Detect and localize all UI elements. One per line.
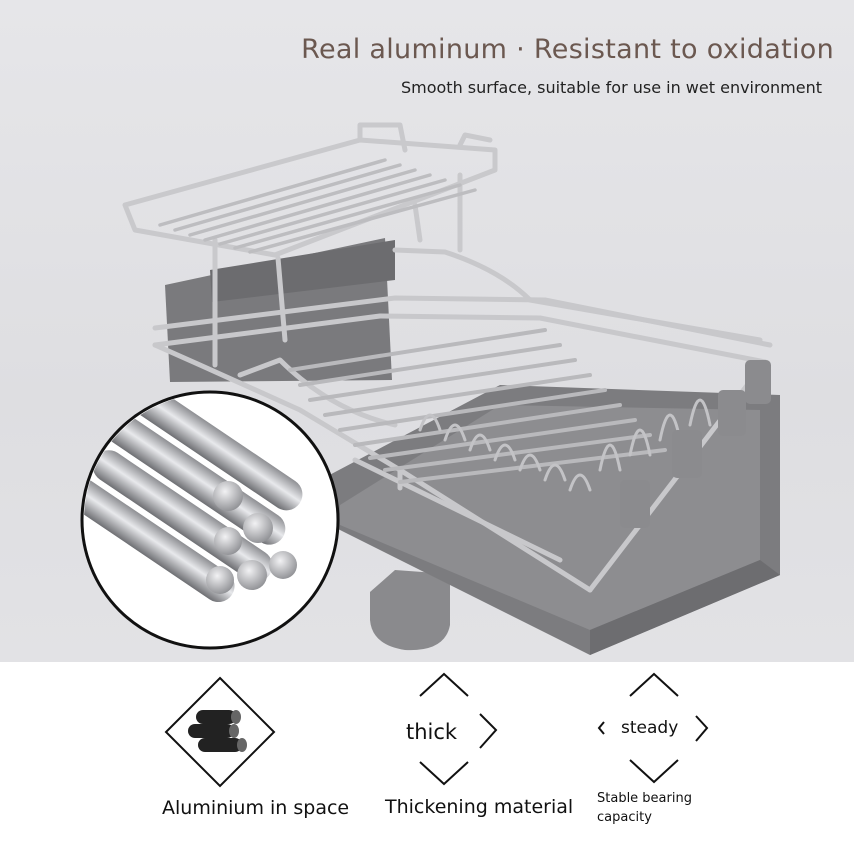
thick-chevrons-icon — [419, 672, 498, 786]
headline: Real aluminum · Resistant to oxidation — [301, 34, 834, 65]
feature-strip: thick steady Aluminium in space Thickeni… — [0, 662, 854, 854]
subline: Smooth surface, suitable for use in wet … — [400, 78, 822, 97]
thick-word: thick — [406, 720, 458, 744]
drain-spout — [370, 570, 450, 651]
feature-icons — [164, 672, 709, 788]
feature-label-stable: Stable bearing capacity — [597, 789, 707, 827]
steady-chevrons-icon — [597, 672, 709, 784]
stable-line-2: capacity — [597, 810, 652, 825]
aluminum-rods-inset — [80, 390, 340, 650]
product-hero: Real aluminum · Resistant to oxidation S… — [0, 0, 854, 662]
steady-word: steady — [621, 718, 679, 738]
feature-label-aluminium: Aluminium in space — [162, 797, 350, 819]
dish-rack-illustration — [80, 122, 780, 655]
rods-diamond-icon — [164, 676, 276, 788]
feature-label-thickening: Thickening material — [385, 796, 574, 818]
stable-line-1: Stable bearing — [597, 791, 692, 806]
